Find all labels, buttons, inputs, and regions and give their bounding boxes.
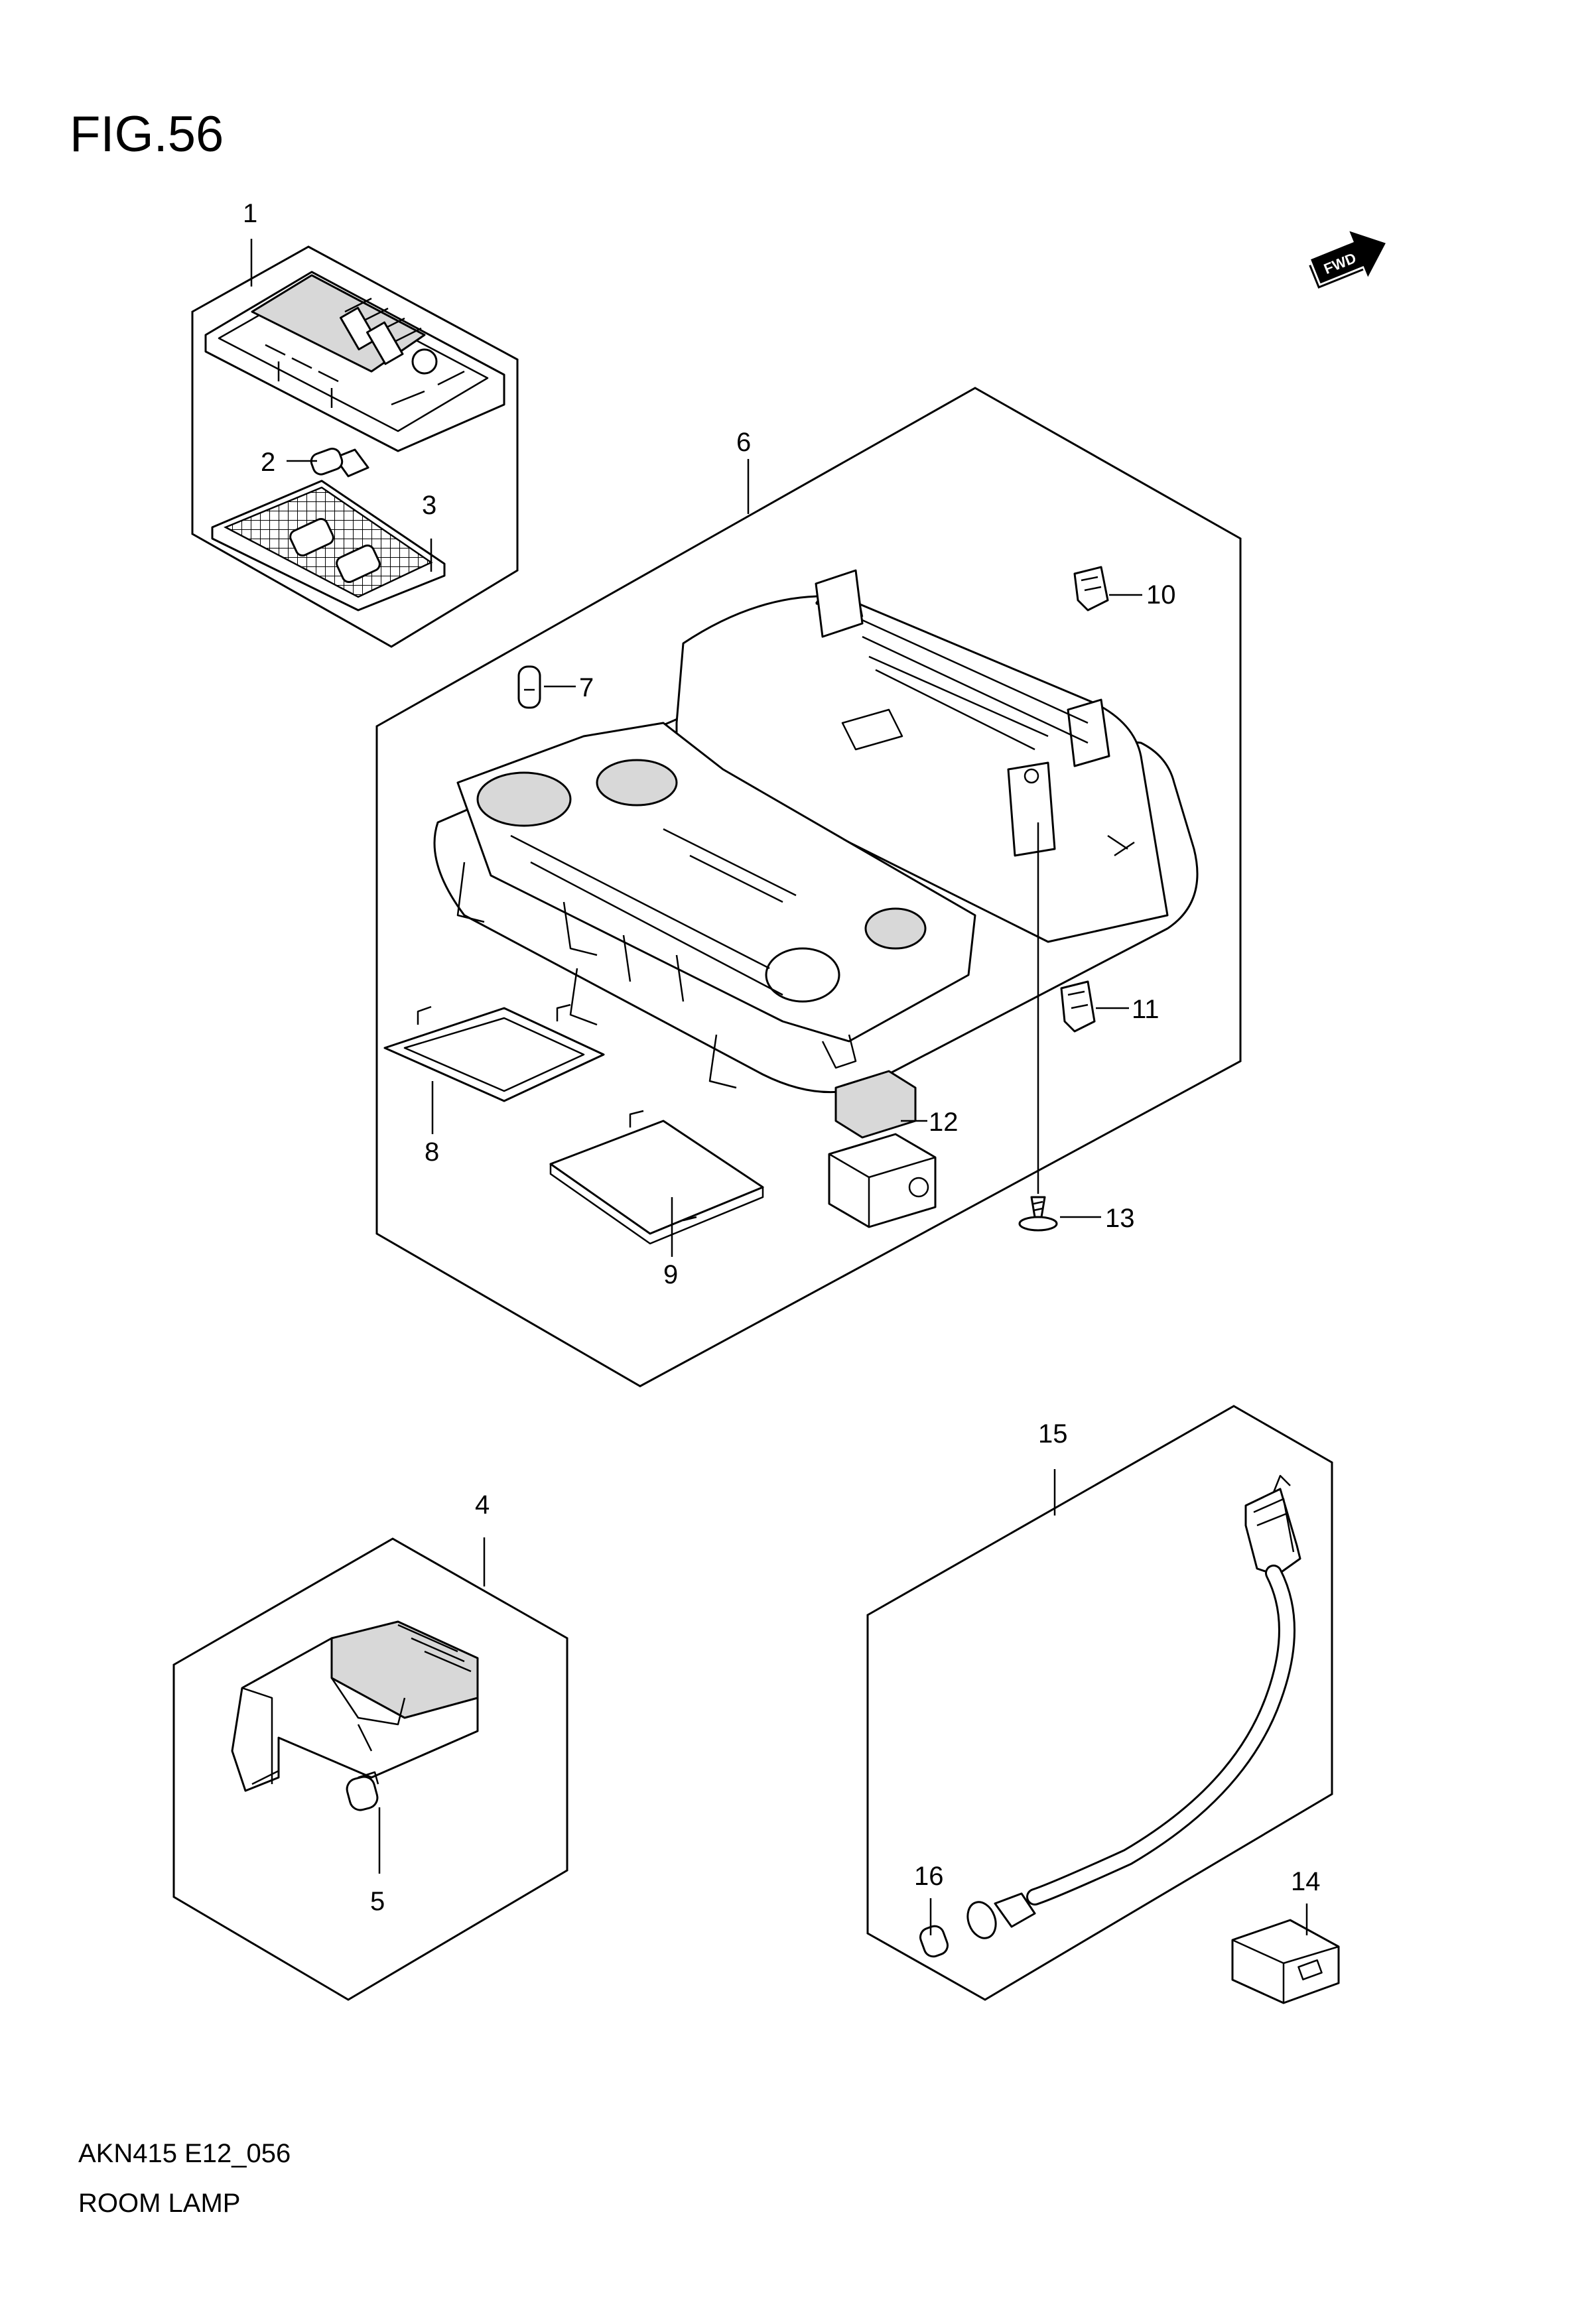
part-15-wiring-harness [966, 1474, 1301, 1939]
callout-5: 5 [370, 1887, 385, 1916]
figure-caption: ROOM LAMP [78, 2189, 240, 2218]
callout-16: 16 [914, 1862, 944, 1891]
part-14-connector [1231, 1919, 1340, 2004]
callout-12: 12 [929, 1108, 959, 1137]
part-16-wedge-bulb [919, 1925, 949, 1958]
group-lamp-4 [172, 1537, 568, 2001]
fwd-arrow-icon: FWD [1309, 231, 1386, 289]
figure-title: FIG.56 [70, 106, 224, 162]
part-5-wedge-bulb [346, 1771, 379, 1811]
part-11-clip [1060, 980, 1096, 1033]
group-overhead-console [375, 387, 1242, 1388]
callout-3: 3 [422, 491, 436, 520]
group-harness [866, 1405, 1340, 2004]
callout-8: 8 [425, 1137, 439, 1167]
callout-9: 9 [663, 1260, 678, 1289]
part-3-lens [211, 480, 446, 612]
callout-7: 7 [579, 673, 594, 702]
group-lamp-assembly [191, 239, 519, 648]
callout-6: 6 [736, 428, 751, 457]
callout-10: 10 [1146, 580, 1176, 610]
part-1-room-lamp-housing [204, 271, 505, 452]
group-frame-4 [172, 1537, 568, 2001]
callout-14: 14 [1291, 1867, 1321, 1896]
callout-4: 4 [475, 1490, 490, 1519]
figure-code: AKN415 E12_056 [78, 2139, 291, 2168]
callout-13: 13 [1105, 1204, 1135, 1233]
part-8-lens-frame [383, 1003, 605, 1102]
group-frame-1 [191, 245, 519, 648]
callout-11: 11 [1132, 995, 1160, 1024]
part-2-festoon-bulb [310, 447, 369, 478]
part-7-wedge-bulb [517, 665, 541, 709]
part-10-clip [1073, 566, 1109, 612]
group-frame-6 [375, 387, 1242, 1388]
part-13-screw [1018, 1196, 1058, 1232]
callout-1: 1 [243, 199, 257, 228]
callout-2: 2 [261, 448, 275, 477]
part-6-overhead-console [433, 569, 1199, 1094]
part-9-cover [549, 1110, 764, 1245]
part-12-switch [828, 1070, 937, 1228]
callout-15: 15 [1038, 1419, 1068, 1449]
part-4-lamp-housing [231, 1620, 479, 1792]
group-frame-15 [866, 1405, 1333, 2001]
